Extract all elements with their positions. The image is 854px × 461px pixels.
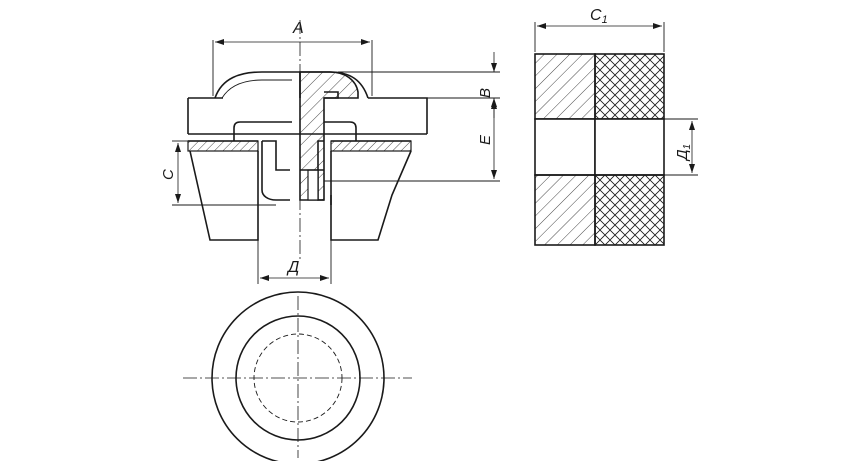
- label-e: E: [477, 134, 494, 145]
- stem-section: [299, 71, 359, 201]
- side-block-bottom-right: [594, 174, 665, 246]
- side-view: C1 Д1: [534, 7, 698, 246]
- side-block-top-right: [594, 53, 665, 120]
- label-d: Д: [286, 259, 299, 276]
- side-block-top-left: [534, 53, 596, 120]
- side-block-mid-left: [534, 118, 596, 176]
- label-c: C: [160, 169, 177, 180]
- stem-slot: [307, 169, 319, 201]
- inner-collar: [233, 121, 357, 141]
- lower-panel-hatch-right: [330, 140, 412, 152]
- lower-panel-hatch-left: [187, 140, 259, 152]
- plan-view: [183, 291, 412, 461]
- label-a: A: [292, 20, 304, 37]
- label-d1: Д1: [674, 144, 693, 162]
- lower-body: [189, 150, 412, 241]
- side-block-mid-right: [594, 118, 665, 176]
- label-b: B: [477, 88, 494, 98]
- section-view: A B E C Д: [160, 20, 500, 284]
- side-block-bottom-left: [534, 174, 596, 246]
- label-c1: C1: [590, 7, 608, 26]
